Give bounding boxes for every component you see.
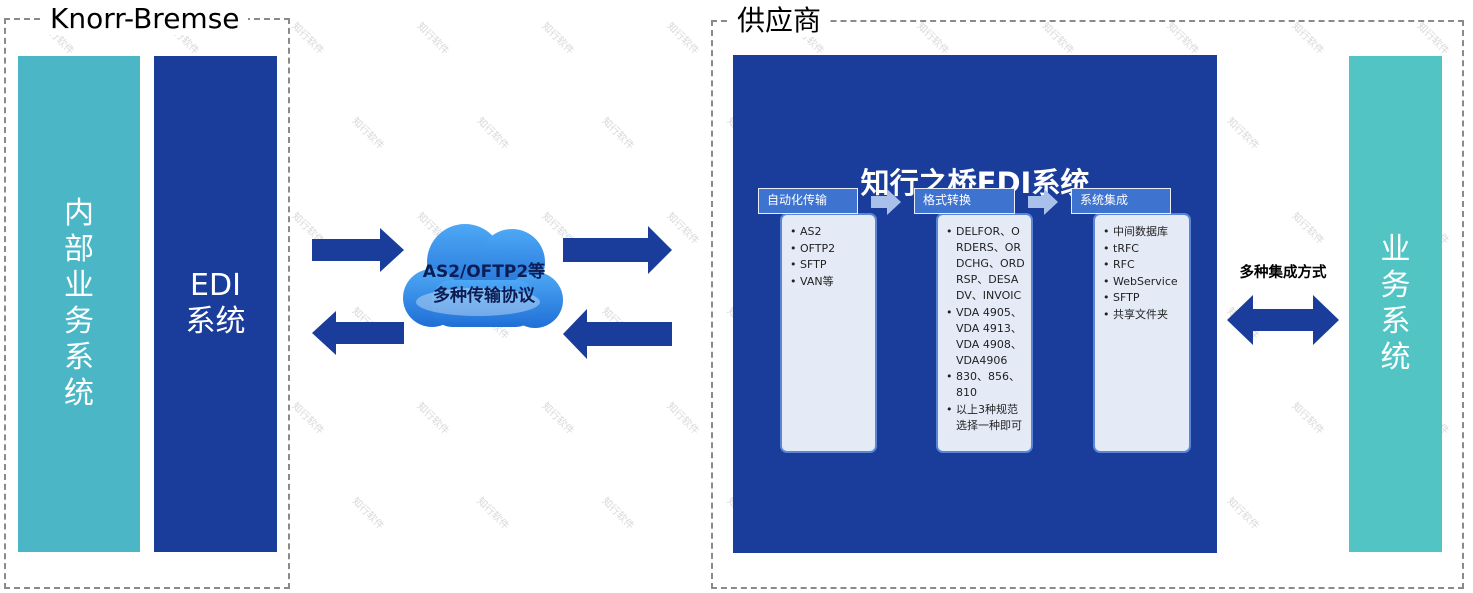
- list-item: DELFOR、ORDERS、ORDCHG、ORDRSP、DESADV、INVOI…: [946, 224, 1025, 304]
- arrow-right-icon: [1028, 189, 1058, 215]
- internal-business-system-block: 内部业务系统: [18, 56, 140, 552]
- arrow-right-icon: [312, 228, 404, 272]
- list-item: VDA 4905、VDA 4913、VDA 4908、VDA4906: [946, 305, 1025, 369]
- list-item: AS2: [790, 224, 869, 240]
- arrow-left-icon: [312, 311, 404, 355]
- knorr-edi-system-block: EDI系统: [154, 56, 277, 552]
- step-header-conversion: 格式转换: [914, 188, 1015, 214]
- cloud-line-1: AS2/OFTP2等: [422, 262, 546, 282]
- double-arrow-icon: [1227, 295, 1339, 345]
- cloud-line-2: 多种传输协议: [433, 286, 535, 306]
- list-item: 共享文件夹: [1103, 307, 1183, 323]
- supplier-group: [711, 20, 1464, 589]
- step-body-conversion: DELFOR、ORDERS、ORDCHG、ORDRSP、DESADV、INVOI…: [936, 213, 1033, 453]
- list-item: VAN等: [790, 274, 869, 290]
- list-item: SFTP: [790, 257, 869, 273]
- list-item: WebService: [1103, 274, 1183, 290]
- step-body-transport: AS2 OFTP2 SFTP VAN等: [780, 213, 877, 453]
- step-body-integration: 中间数据库 tRFC RFC WebService SFTP 共享文件夹: [1093, 213, 1191, 453]
- integration-methods-label: 多种集成方式: [1239, 265, 1327, 281]
- business-system-label: 业务系统: [1380, 232, 1411, 375]
- cloud-icon: [403, 224, 563, 328]
- list-item: 中间数据库: [1103, 224, 1183, 240]
- cloud-protocol-label: AS2/OFTP2等 多种传输协议: [402, 260, 566, 308]
- arrow-right-icon: [871, 189, 901, 215]
- list-item: SFTP: [1103, 290, 1183, 306]
- arrow-right-icon: [563, 226, 672, 274]
- supplier-title: 供应商: [729, 5, 830, 37]
- list-item: 以上3种规范选择一种即可: [946, 402, 1025, 434]
- arrow-left-icon: [563, 309, 672, 359]
- list-item: OFTP2: [790, 241, 869, 257]
- list-item: tRFC: [1103, 241, 1183, 257]
- list-item: RFC: [1103, 257, 1183, 273]
- list-item: 830、856、810: [946, 369, 1025, 401]
- business-system-block: 业务系统: [1349, 56, 1442, 552]
- step-header-integration: 系统集成: [1071, 188, 1171, 214]
- knorr-bremse-title: Knorr-Bremse: [42, 3, 248, 35]
- knorr-edi-system-label: EDI系统: [185, 268, 246, 339]
- step-header-transport: 自动化传输: [758, 188, 858, 214]
- internal-business-system-label: 内部业务系统: [64, 196, 94, 411]
